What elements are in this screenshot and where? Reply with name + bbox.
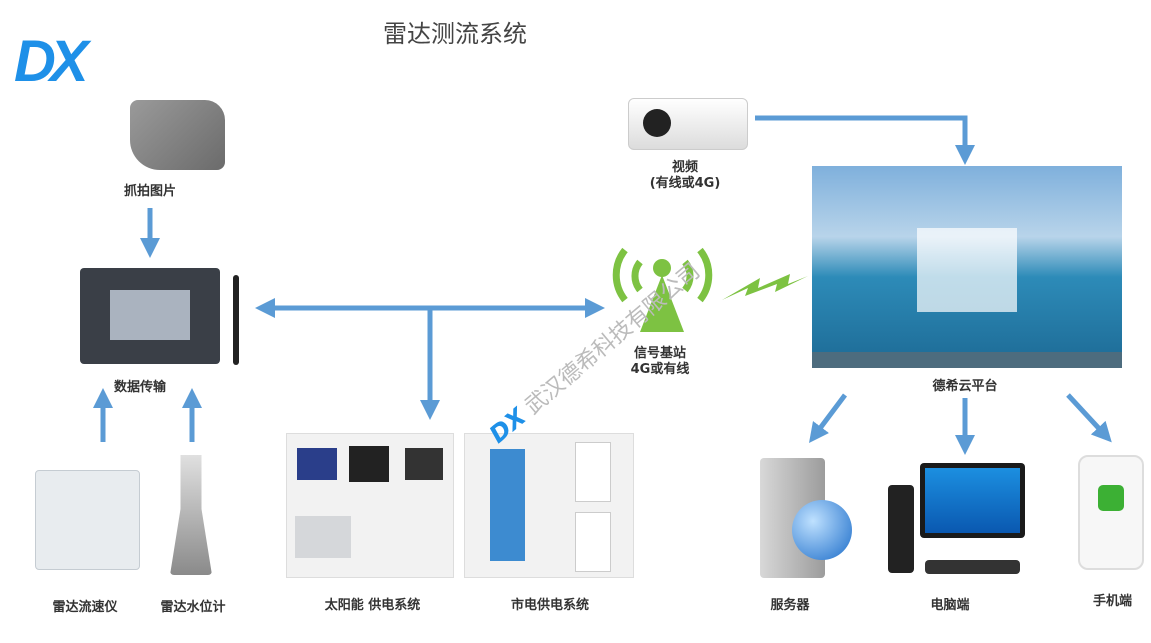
mains-power-panel <box>464 433 634 578</box>
snapshot-camera-icon <box>130 100 225 170</box>
pc-label: 电脑端 <box>930 598 970 613</box>
data-transmission-unit-icon <box>80 268 220 364</box>
radar-level-gauge-label: 雷达水位计 <box>160 600 226 615</box>
cloud-platform-label: 德希云平台 <box>932 379 998 394</box>
mobile-label: 手机端 <box>1092 594 1132 609</box>
login-form-image <box>917 228 1017 312</box>
solar-power-panel <box>286 433 454 578</box>
pc-tower-icon <box>888 485 914 573</box>
keyboard-icon <box>925 560 1020 574</box>
globe-icon <box>792 500 852 560</box>
radar-velocimeter-icon <box>35 470 140 570</box>
solar-power-label: 太阳能 供电系统 <box>324 598 421 613</box>
cloud-platform-screenshot <box>812 166 1122 368</box>
base-station-icon <box>612 247 713 303</box>
base-station-subtitle: 4G或有线 <box>630 362 690 377</box>
video-label: 视频(有线或4G) <box>640 160 730 192</box>
arrow-video-to-cloud <box>755 115 975 165</box>
page-title: 雷达测流系统 <box>383 20 527 48</box>
base-station-title: 信号基站 <box>633 346 686 361</box>
server-label: 服务器 <box>770 598 810 613</box>
mobile-phone-icon <box>1078 455 1144 570</box>
data-transmission-label: 数据传输 <box>113 380 166 395</box>
video-subtitle: (有线或4G) <box>649 176 721 191</box>
monitor-icon <box>920 463 1025 538</box>
dx-logo: DX <box>14 29 89 94</box>
arrow-cloud-to-mobile <box>1066 393 1112 443</box>
snapshot-camera-label: 抓拍图片 <box>123 184 176 199</box>
radar-velocimeter-label: 雷达流速仪 <box>52 600 118 615</box>
video-camera-icon <box>628 98 748 150</box>
video-title: 视频 <box>671 160 698 175</box>
mains-power-label: 市电供电系统 <box>510 598 589 613</box>
arrow-cloud-to-server <box>809 393 847 443</box>
antenna-icon <box>233 275 239 365</box>
wireless-bolt-icon <box>722 274 808 300</box>
